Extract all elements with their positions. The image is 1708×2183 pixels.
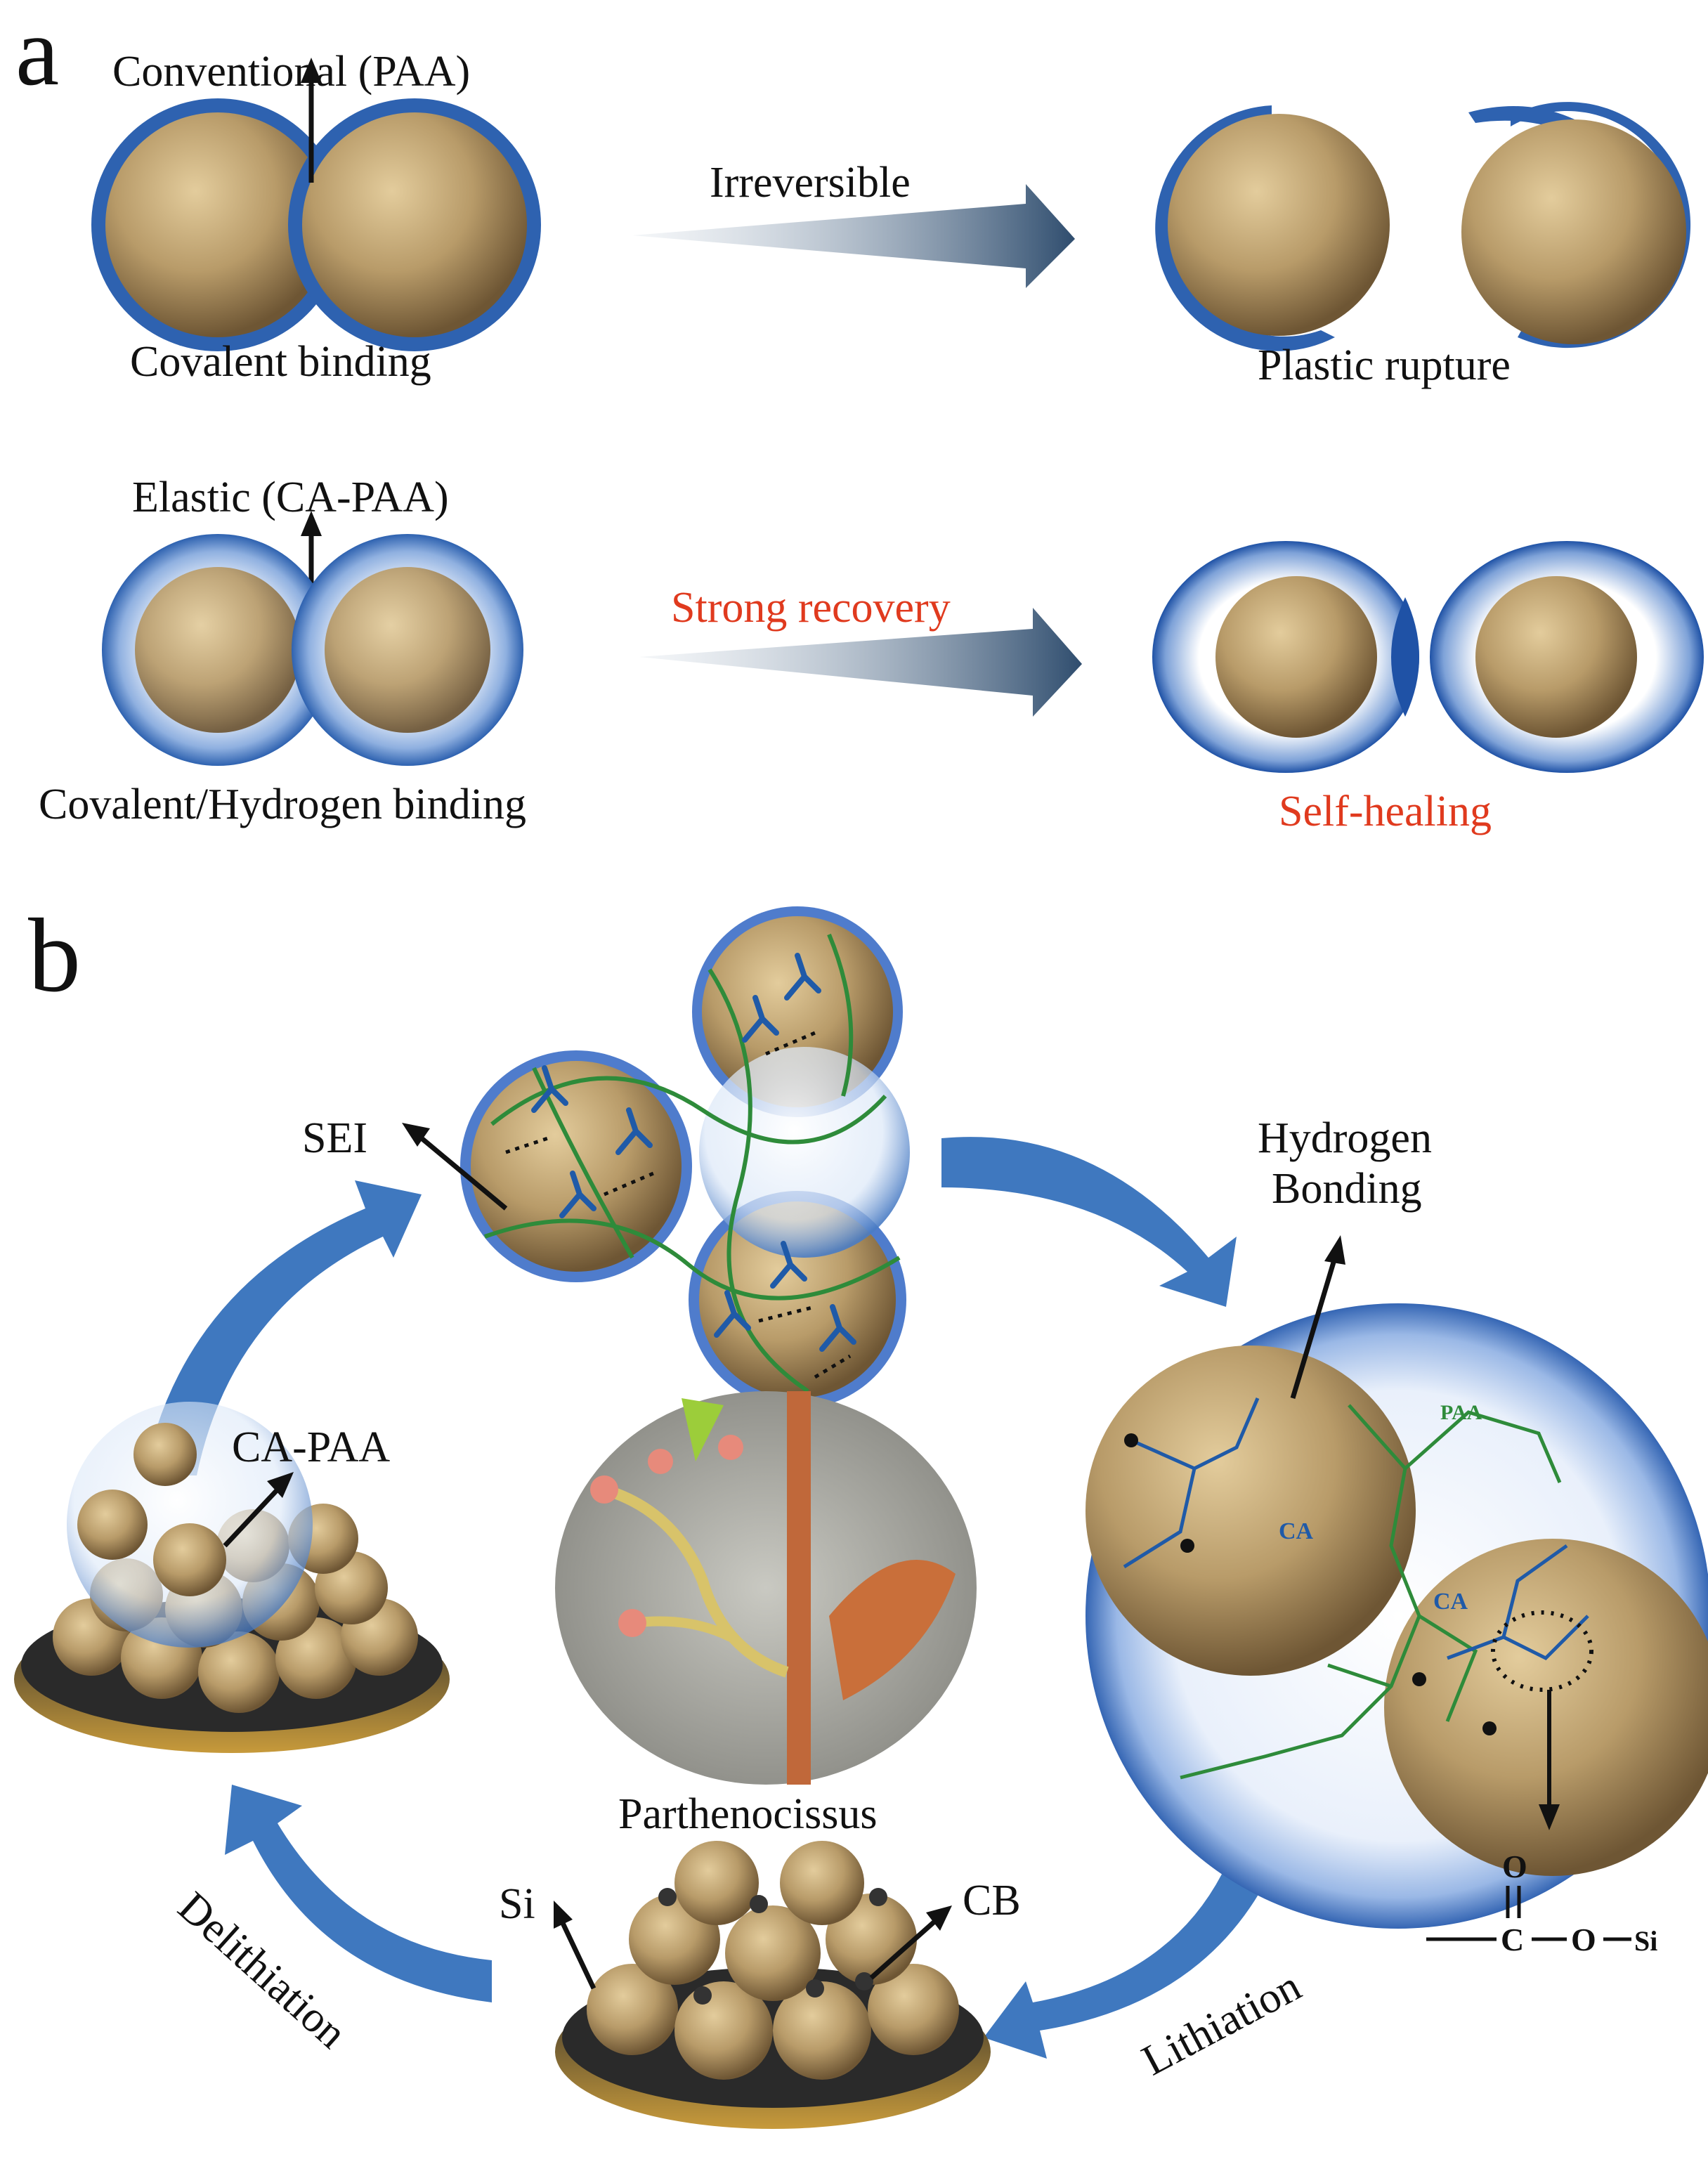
elastic-label: Elastic (CA-PAA) xyxy=(132,474,449,521)
hydrogen-label-line1: Hydrogen xyxy=(1258,1114,1432,1162)
hydrogen-bonding-sphere: PAA CA CA xyxy=(1086,1303,1708,1929)
self-healing-particles xyxy=(1152,541,1704,773)
sei-pointer-arrow xyxy=(402,1123,508,1211)
elastic-particle-pair xyxy=(102,534,523,766)
cycle-arrow-left-up xyxy=(144,1180,422,1475)
delithiation-arrow xyxy=(225,1785,492,2002)
irreversible-arrow xyxy=(632,184,1075,288)
cycle-arrow-top-right xyxy=(941,1137,1237,1307)
si-pointer xyxy=(554,1901,597,1990)
formula-c: C xyxy=(1501,1922,1524,1957)
ca-tag-right: CA xyxy=(1433,1589,1468,1615)
ca-paa-label: CA-PAA xyxy=(232,1423,390,1471)
conventional-particle-pair xyxy=(91,98,541,351)
covalent-binding-label: Covalent binding xyxy=(130,338,431,386)
panel-b-letter: b xyxy=(28,897,81,1014)
strong-recovery-arrow xyxy=(639,608,1082,717)
sei-particle-cluster xyxy=(460,906,910,1409)
irreversible-label: Irreversible xyxy=(710,159,911,207)
paa-tag: PAA xyxy=(1440,1401,1482,1424)
ester-formula: O C O Si xyxy=(1426,1849,1657,1957)
plastic-rupture-particles xyxy=(1155,102,1691,351)
hydrogen-bonding-pointer xyxy=(1290,1235,1345,1400)
lithiation-arrow xyxy=(984,1841,1279,2059)
formula-o: O xyxy=(1571,1922,1596,1957)
strong-recovery-label: Strong recovery xyxy=(671,584,951,632)
covalent-hydrogen-label: Covalent/Hydrogen binding xyxy=(39,781,526,828)
ca-paa-pointer xyxy=(223,1472,294,1548)
cb-pointer xyxy=(869,1905,952,1980)
ca-paa-electrode xyxy=(14,1402,450,1753)
hydrogen-label-line2: Bonding xyxy=(1272,1165,1422,1213)
plastic-rupture-label: Plastic rupture xyxy=(1258,341,1511,389)
sei-label: SEI xyxy=(302,1114,367,1162)
panel-a-letter: a xyxy=(15,0,59,106)
ester-pointer-arrow xyxy=(1539,1690,1560,1830)
parthenocissus-photo xyxy=(555,1391,977,1785)
self-healing-label: Self-healing xyxy=(1279,788,1492,835)
formula-o-top: O xyxy=(1502,1849,1527,1884)
parthenocissus-label: Parthenocissus xyxy=(618,1790,878,1838)
formula-si: Si xyxy=(1634,1925,1657,1957)
si-cb-electrode xyxy=(555,1841,991,2129)
cb-label: CB xyxy=(963,1877,1021,1924)
si-label: Si xyxy=(499,1880,535,1928)
ca-tag-left: CA xyxy=(1279,1518,1314,1544)
conventional-label: Conventional (PAA) xyxy=(112,48,470,96)
conventional-pointer-arrow xyxy=(301,58,322,183)
